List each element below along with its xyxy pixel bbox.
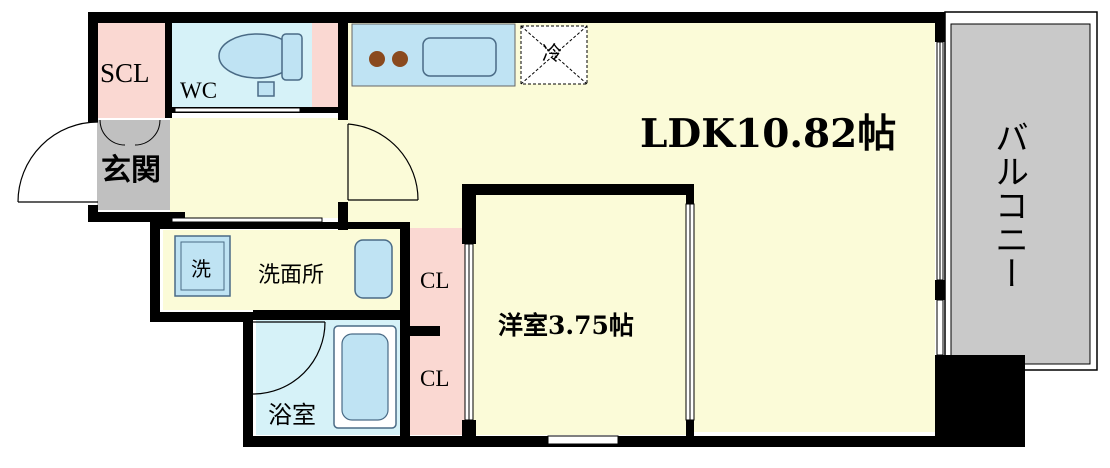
balcony: [944, 11, 1098, 371]
bath-label: 浴室: [268, 402, 316, 429]
washer-label: 洗: [191, 258, 211, 281]
washing-machine-icon: [174, 235, 231, 297]
windows: [171, 41, 944, 445]
kitchen-sink-icon: [422, 37, 497, 77]
scl-floor: [97, 22, 167, 118]
ldk-label: LDK10.82帖: [640, 111, 896, 157]
entrance-floor: [97, 120, 170, 210]
closet-upper-label: CL: [420, 268, 449, 293]
wash-basin-icon: [354, 239, 393, 299]
bath-door: [252, 321, 326, 395]
balcony-label: バルコニー: [990, 120, 1027, 290]
entrance-door: [17, 121, 99, 203]
fridge-icon: [520, 25, 588, 85]
washroom-label: 洗面所: [258, 262, 324, 287]
toilet-icon: [218, 33, 303, 97]
wc-label: WC: [180, 78, 217, 103]
fridge-label: 冷: [542, 42, 562, 65]
western-room-label: 洋室3.75帖: [498, 311, 634, 340]
entrance-label: 玄関: [101, 153, 161, 188]
walls: [88, 12, 1025, 447]
scl-label: SCL: [100, 58, 150, 88]
stove-burners-icon: [369, 51, 408, 67]
scl-doors: [99, 119, 161, 146]
hallway-floor: [170, 118, 345, 218]
closet-lower-label: CL: [420, 366, 449, 391]
hall-door: [347, 123, 419, 201]
western-room-floor: [476, 195, 686, 435]
